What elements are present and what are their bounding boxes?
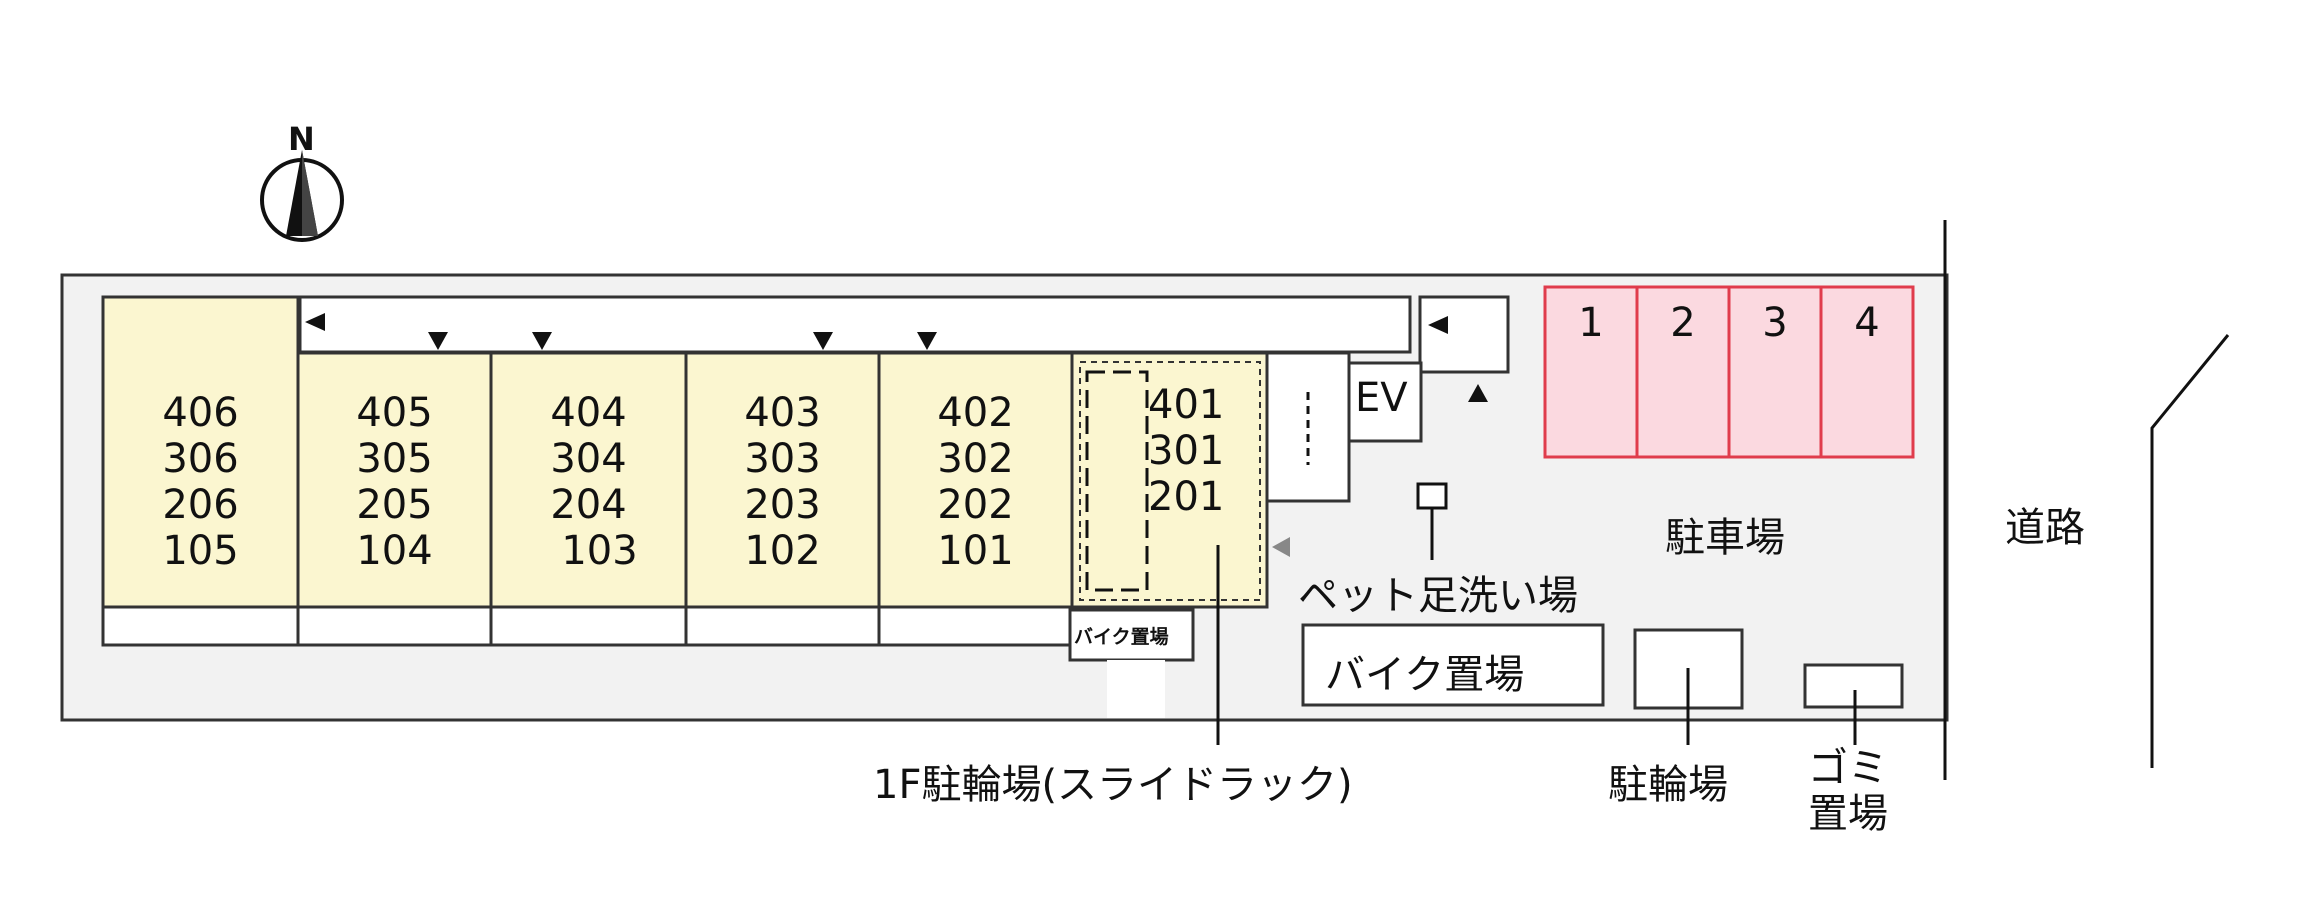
room-number: 301 xyxy=(1148,428,1225,474)
room-number: 102 xyxy=(744,528,821,574)
balcony-strip xyxy=(101,605,1074,647)
corridor xyxy=(298,295,1412,354)
compass-icon xyxy=(260,150,344,242)
entrance-arrow-icon xyxy=(917,332,937,350)
unit-column-f: 401 301 201 xyxy=(1148,382,1258,520)
garbage-label: ゴミ 置場 xyxy=(1808,745,1888,837)
bicycle-label: 駐輪場 xyxy=(1608,762,1728,808)
room-number: 203 xyxy=(744,482,821,528)
entrance-arrow-icon xyxy=(813,332,833,350)
unit-column-d: 403 303 203 102 xyxy=(686,390,879,574)
entrance-arrow-icon xyxy=(532,332,552,350)
compass-north-label: N xyxy=(288,120,315,158)
gate-opening xyxy=(1107,660,1165,718)
unit-block-f xyxy=(1070,351,1269,609)
parking-space-number: 4 xyxy=(1854,300,1880,346)
bike-area-small-label: バイク置場 xyxy=(1074,626,1169,648)
room-number: 304 xyxy=(550,436,627,482)
unit-column-a: 406 306 206 105 xyxy=(103,390,298,574)
arrow-left-icon xyxy=(305,313,325,331)
room-number: 202 xyxy=(937,482,1014,528)
parking-label: 駐車場 xyxy=(1665,515,1785,561)
pet-wash-label: ペット足洗い場 xyxy=(1298,573,1578,619)
room-number: 103 xyxy=(561,528,638,574)
arrow-up-icon xyxy=(1468,384,1488,402)
room-number: 201 xyxy=(1148,474,1225,520)
bike-area-large-label: バイク置場 xyxy=(1325,652,1525,698)
room-number: 306 xyxy=(162,436,239,482)
room-number: 402 xyxy=(937,390,1014,436)
unit-column-c: 404 304 204 103 xyxy=(491,390,686,574)
elevator-box xyxy=(1347,361,1423,443)
parking-space-number: 3 xyxy=(1762,300,1788,346)
room-number: 305 xyxy=(356,436,433,482)
unit-block-c xyxy=(489,351,688,609)
room-number: 303 xyxy=(744,436,821,482)
room-number: 403 xyxy=(744,390,821,436)
room-number: 405 xyxy=(356,390,433,436)
room-number: 401 xyxy=(1148,382,1225,428)
room-number: 404 xyxy=(550,390,627,436)
parking-space-number: 2 xyxy=(1670,300,1696,346)
arrow-left-icon xyxy=(1428,316,1448,334)
room-number: 105 xyxy=(162,528,239,574)
unit-column-b: 405 305 205 104 xyxy=(298,390,491,574)
slide-rack xyxy=(1085,370,1149,592)
unit-block-a xyxy=(101,295,300,609)
stair-landing xyxy=(1418,295,1510,374)
entrance-arrow-icon xyxy=(428,332,448,350)
pointer-icon xyxy=(1272,537,1290,557)
elevator-label: EV xyxy=(1355,375,1408,421)
road-label: 道路 xyxy=(2005,505,2085,551)
unit-column-e: 402 302 202 101 xyxy=(879,390,1072,574)
room-number: 206 xyxy=(162,482,239,528)
unit-block-b xyxy=(296,351,493,609)
bike-area-small-box xyxy=(1068,608,1195,662)
parking-space-number: 1 xyxy=(1578,300,1604,346)
room-number: 406 xyxy=(162,390,239,436)
room-number: 104 xyxy=(356,528,433,574)
pet-wash-icon xyxy=(1416,482,1448,510)
room-number: 205 xyxy=(356,482,433,528)
room-number: 204 xyxy=(550,482,627,528)
road-edge-far xyxy=(2150,334,2230,768)
room-number: 302 xyxy=(937,436,1014,482)
bicycle-1f-label: 1F駐輪場(スライドラック) xyxy=(873,762,1353,808)
bike-area-large-box xyxy=(1301,623,1605,707)
room-number: 101 xyxy=(937,528,1014,574)
slide-rack-outline xyxy=(1079,361,1261,601)
